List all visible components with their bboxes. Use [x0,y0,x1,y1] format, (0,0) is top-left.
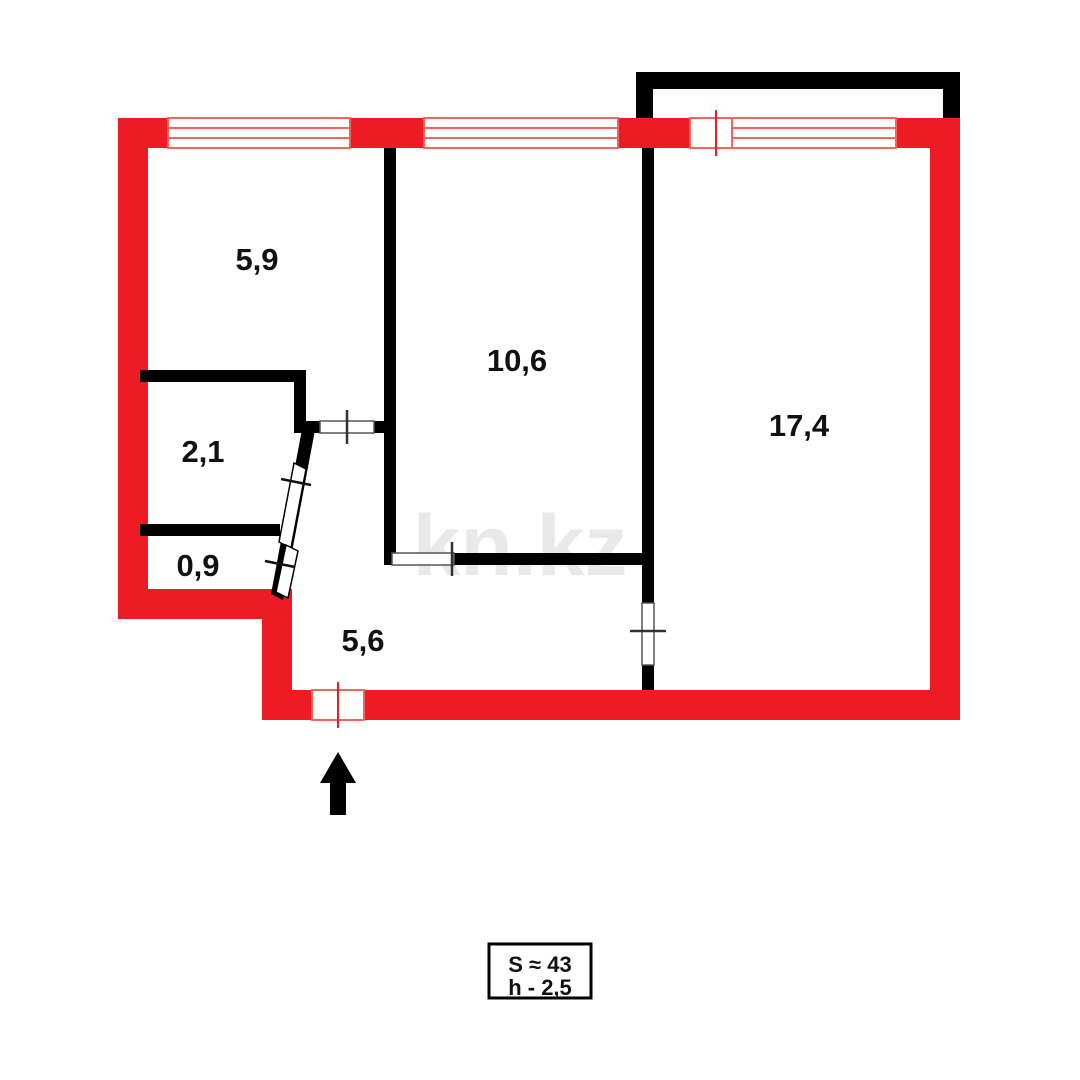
exterior-walls [118,118,960,720]
room-label-wc: 0,9 [176,548,219,583]
entrance-arrow-icon [320,752,356,815]
door-hall-bedroom [391,542,455,576]
legend-area-text: S ≈ 43 [508,952,571,977]
room-label-bath: 2,1 [181,434,224,469]
room-labels: 5,9 2,1 0,9 10,6 17,4 5,6 [176,242,829,658]
room-label-kitchen: 5,9 [235,242,278,277]
room-label-hall: 5,6 [341,623,384,658]
legend-box: S ≈ 43 h - 2,5 [487,942,593,1000]
door-living [630,602,666,666]
door-balcony [689,110,733,156]
room-label-living: 17,4 [769,408,830,443]
window-kitchen [167,117,351,149]
door-bedroom [319,410,375,444]
watermark-label: kn.kz [412,498,627,594]
window-bedroom [423,117,619,149]
interior-door-openings [264,410,666,666]
window-living [731,117,897,149]
room-label-bedroom: 10,6 [487,343,547,378]
door-wc [264,543,299,600]
legend-height-text: h - 2,5 [508,975,572,1000]
door-entrance [311,682,365,728]
balcony-outline [636,72,960,130]
windows-group [167,117,897,149]
